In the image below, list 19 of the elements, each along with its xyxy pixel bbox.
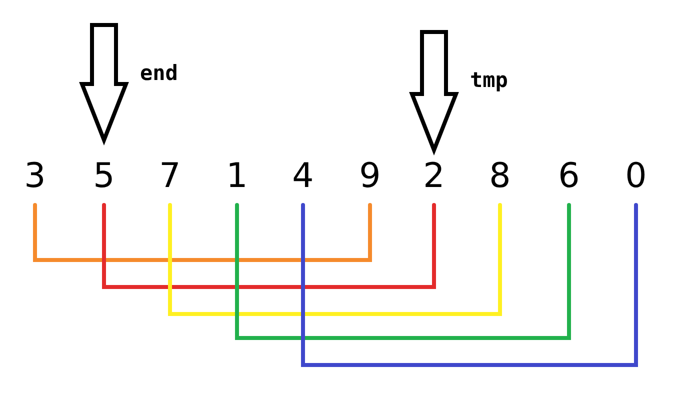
digit: 1	[226, 159, 248, 193]
bracket-line	[102, 203, 436, 289]
edge-label: end	[140, 63, 178, 84]
hollow-arrow	[409, 30, 459, 156]
hollow-arrow	[79, 23, 129, 146]
digit: 5	[93, 159, 115, 193]
digit: 6	[558, 159, 580, 193]
digit: 8	[489, 159, 511, 193]
edge-label: tmp	[470, 70, 508, 91]
bracket-line	[301, 203, 638, 367]
bracket-line	[168, 203, 502, 316]
digit: 7	[159, 159, 181, 193]
digit: 3	[24, 159, 46, 193]
bracket-line	[33, 203, 372, 262]
digit: 9	[359, 159, 381, 193]
digit: 4	[292, 159, 314, 193]
bracket-line	[235, 203, 571, 340]
digit: 2	[423, 159, 445, 193]
digit: 0	[625, 159, 647, 193]
